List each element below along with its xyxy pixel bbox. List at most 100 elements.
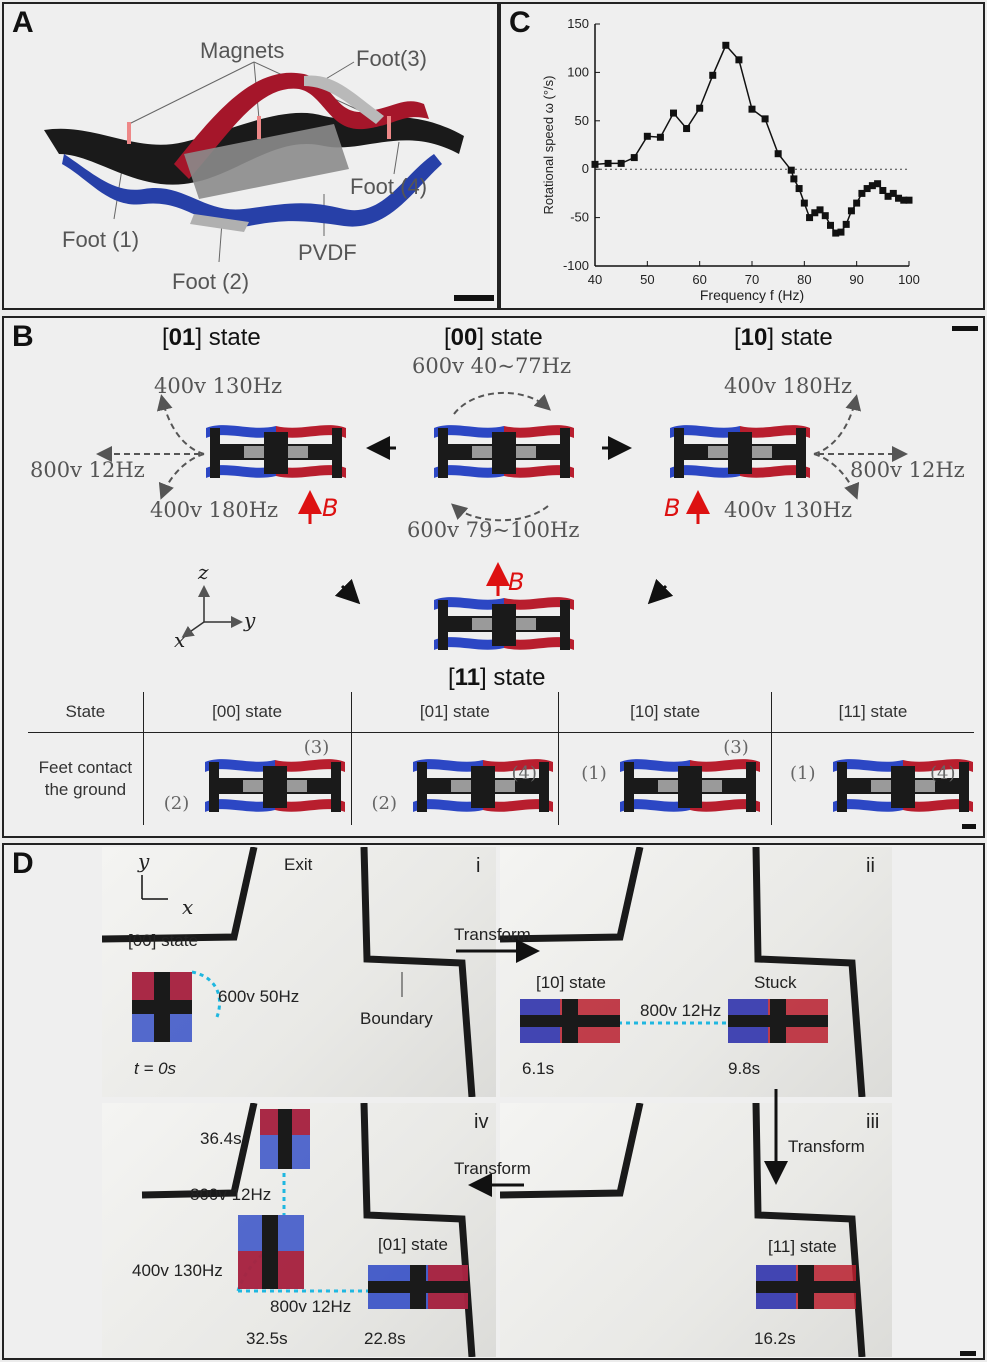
x-tick-label: 70	[745, 272, 759, 287]
data-point	[837, 228, 845, 236]
panel-d: D y x Exit i [00] state 600v 50Hz Bounda…	[2, 843, 985, 1360]
cmd-800-12-b: 800v 12Hz	[190, 1185, 272, 1204]
photo-iii: iii Transform [11] state 16.2s	[500, 1103, 892, 1357]
label-t0: t = 0s	[134, 1059, 177, 1078]
data-point	[790, 175, 798, 183]
table-header: [00] state	[143, 692, 352, 732]
photo-i: y x Exit i [00] state 600v 50Hz Boundary…	[102, 847, 496, 1097]
data-point	[696, 104, 704, 112]
data-point	[895, 194, 903, 202]
x-tick-label: 100	[898, 272, 920, 287]
cmd-01-left: 800v 12Hz	[30, 458, 145, 482]
label-roman-i: i	[476, 855, 481, 877]
label-foot4: Foot (4)	[350, 174, 428, 199]
label-state-10: [10] state	[536, 973, 606, 992]
field-label-10: B	[664, 494, 681, 522]
x-tick-label: 60	[692, 272, 706, 287]
data-point	[722, 41, 730, 49]
data-point	[617, 159, 625, 167]
x-tick-label: 90	[849, 272, 863, 287]
data-point	[800, 199, 808, 207]
panel-b: B [01] state [00] state [10] state [11] …	[2, 316, 985, 838]
data-point	[821, 212, 829, 220]
cmd-400-130: 400v 130Hz	[132, 1261, 223, 1280]
axis-y: y	[244, 608, 256, 632]
contact-cell-10: (1) (3)	[558, 732, 772, 825]
panel-label-d: D	[12, 847, 34, 880]
label-boundary: Boundary	[360, 1009, 433, 1028]
data-point	[874, 180, 882, 188]
label-foot3: Foot(3)	[356, 46, 427, 71]
label-time-6-1: 6.1s	[522, 1059, 555, 1078]
label-time-16-2: 16.2s	[754, 1329, 796, 1348]
x-tick-label: 40	[588, 272, 602, 287]
label-roman-iii: iii	[866, 1111, 880, 1133]
contact-cell-11: (1) (4)	[772, 732, 975, 825]
label-time-32-5: 32.5s	[246, 1329, 288, 1348]
label-transform-iv: Transform	[454, 1159, 531, 1178]
data-point	[816, 206, 824, 214]
label-foot2: Foot (2)	[172, 269, 250, 294]
y-tick-label: -100	[563, 258, 589, 273]
cmd-800-12: 800v 12Hz	[640, 1001, 722, 1020]
cmd-800-12-c: 800v 12Hz	[270, 1297, 352, 1316]
x-tick-label: 80	[797, 272, 811, 287]
label-exit: Exit	[284, 855, 313, 874]
label-roman-iv: iv	[474, 1111, 489, 1133]
title-state-01: [01] state	[162, 324, 261, 351]
table-header: [10] state	[558, 692, 772, 732]
field-label-11: B	[508, 568, 525, 596]
field-label-01: B	[322, 494, 339, 522]
cmd-00-top: 600v 40~77Hz	[412, 354, 572, 378]
scale-bar	[454, 295, 494, 301]
panel-label-a: A	[12, 6, 34, 39]
robot-3d-illustration	[44, 61, 464, 263]
label-state-01: [01] state	[378, 1235, 448, 1254]
data-point	[879, 186, 887, 194]
y-tick-label: 50	[575, 113, 589, 128]
data-point	[670, 109, 677, 117]
title-state-10: [10] state	[734, 324, 833, 351]
data-point	[842, 220, 850, 228]
data-point	[748, 105, 756, 113]
y-tick-label: -50	[570, 210, 589, 225]
label-transform-i: Transform	[454, 925, 531, 944]
contact-cell-00: (2) (3)	[143, 732, 352, 825]
data-point	[795, 185, 803, 193]
axis-x: x	[182, 895, 194, 919]
axis-y: y	[138, 849, 150, 873]
data-point	[709, 71, 717, 79]
cmd-01-up: 400v 130Hz	[154, 374, 283, 398]
state-diagram	[96, 391, 908, 650]
label-time-9-8: 9.8s	[728, 1059, 761, 1078]
data-point	[683, 125, 691, 133]
label-pvdf: PVDF	[298, 240, 357, 265]
table-header: [01] state	[351, 692, 560, 732]
scale-bar	[962, 824, 976, 829]
series-line	[594, 43, 909, 234]
cmd-00-bottom: 600v 79~100Hz	[407, 518, 580, 542]
cmd-10-up: 400v 180Hz	[724, 374, 853, 398]
data-point	[735, 56, 743, 64]
data-point	[591, 160, 599, 168]
table-header: State	[28, 692, 144, 732]
table-header-row: State [00] state [01] state [10] state […	[28, 692, 974, 732]
data-point	[905, 196, 913, 204]
data-point	[868, 182, 876, 190]
data-point	[853, 199, 861, 207]
data-point	[832, 229, 840, 237]
cmd-10-right: 800v 12Hz	[850, 458, 965, 482]
label-time-36-4: 36.4s	[200, 1129, 242, 1148]
title-state-00: [00] state	[444, 324, 543, 351]
label-transform-iii: Transform	[788, 1137, 865, 1156]
data-point	[656, 133, 664, 141]
panel-label-c: C	[509, 6, 531, 39]
x-tick-label: 50	[640, 272, 654, 287]
title-state-11: [11] state	[448, 664, 546, 691]
photo-iv: iv 36.4s 800v 12Hz 400v 130Hz 800v 12Hz …	[102, 1103, 496, 1357]
cmd-10-down: 400v 130Hz	[724, 498, 853, 522]
label-magnets: Magnets	[200, 38, 285, 63]
data-point	[806, 214, 814, 222]
y-axis-label: Rotational speed ω (°/s)	[541, 76, 556, 215]
cmd-600-50: 600v 50Hz	[218, 987, 300, 1006]
